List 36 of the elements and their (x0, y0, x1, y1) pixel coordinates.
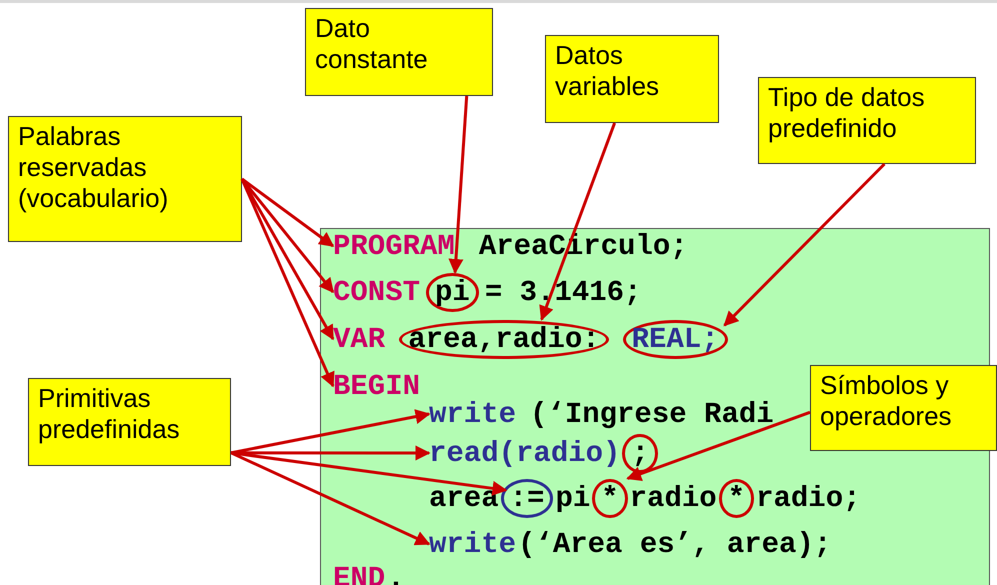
callout-box: Palabras reservadas (vocabulario) (8, 116, 242, 242)
arrow (723, 162, 886, 326)
arrow (240, 178, 334, 294)
arrow (241, 178, 334, 248)
callout-box: Primitivas predefinidas (28, 378, 231, 466)
arrow (230, 451, 430, 546)
arrow (240, 178, 334, 340)
circled-token: REAL; (622, 320, 728, 358)
callout-box: Datos variables (545, 35, 719, 123)
reserved-word: VAR (333, 324, 386, 354)
circled-symbol: ; (622, 434, 658, 472)
callout-box: Tipo de datos predefinido (758, 77, 976, 164)
code-text: (‘Area es’, area); (518, 530, 832, 558)
circled-symbol: * (592, 478, 628, 518)
circled-token: pi (426, 272, 479, 312)
arrow (626, 410, 811, 481)
primitive-word: write (429, 400, 516, 428)
code-text: pi (555, 484, 590, 512)
code-text: area (429, 484, 499, 512)
primitive-word: read(radio) (429, 438, 620, 468)
code-text: radio; (756, 484, 860, 512)
reserved-word: PROGRAM (333, 232, 455, 260)
arrow (448, 96, 468, 274)
code-text: radio (630, 484, 717, 512)
circled-symbol: := (500, 478, 554, 518)
primitive-word: write (429, 530, 516, 558)
callout-box: Dato constante (305, 8, 493, 96)
arrow (230, 451, 508, 496)
reserved-word: CONST (333, 278, 420, 306)
arrow (230, 409, 430, 454)
arrow (240, 178, 334, 388)
circled-token: area,radio: (399, 320, 609, 358)
circled-symbol: * (718, 478, 754, 518)
reserved-word: BEGIN (333, 372, 420, 400)
code-panel (320, 228, 990, 585)
code-text: (‘Ingrese Radi (530, 400, 774, 428)
